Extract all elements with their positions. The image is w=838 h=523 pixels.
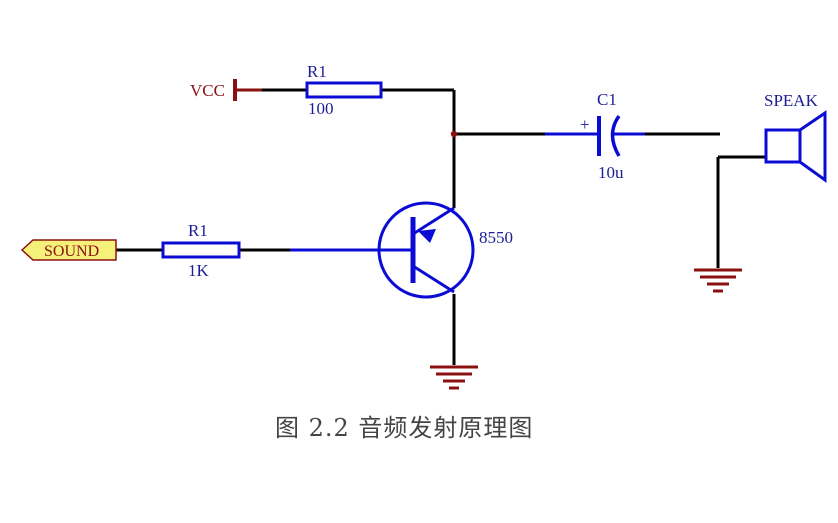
ground-symbol-speaker: [694, 268, 742, 293]
wires: [116, 88, 766, 365]
r100-value: 100: [308, 99, 334, 118]
sound-port: SOUND: [20, 239, 117, 261]
cap-polarity: +: [580, 115, 590, 134]
ground-symbol-transistor: [430, 365, 478, 390]
r1k-value: 1K: [188, 261, 210, 280]
resistor-r1k: R1 1K: [161, 221, 241, 280]
resistor-r100: R1 100: [305, 62, 383, 118]
transistor-label: 8550: [479, 228, 513, 247]
speaker-label: SPEAK: [764, 91, 819, 110]
figure-caption: 图 2.2 音频发射原理图: [275, 414, 533, 442]
r1k-ref: R1: [188, 221, 208, 240]
capacitor-c1: [545, 114, 645, 157]
junction-node: [450, 130, 458, 138]
port-label: SOUND: [44, 243, 99, 260]
speaker-icon: [764, 110, 827, 183]
r100-ref: R1: [307, 62, 327, 81]
vcc-label: VCC: [190, 81, 225, 100]
transistor-8550: [290, 201, 475, 299]
vcc-symbol: VCC: [190, 79, 262, 101]
cap-value: 10u: [598, 163, 624, 182]
cap-ref: C1: [597, 90, 617, 109]
